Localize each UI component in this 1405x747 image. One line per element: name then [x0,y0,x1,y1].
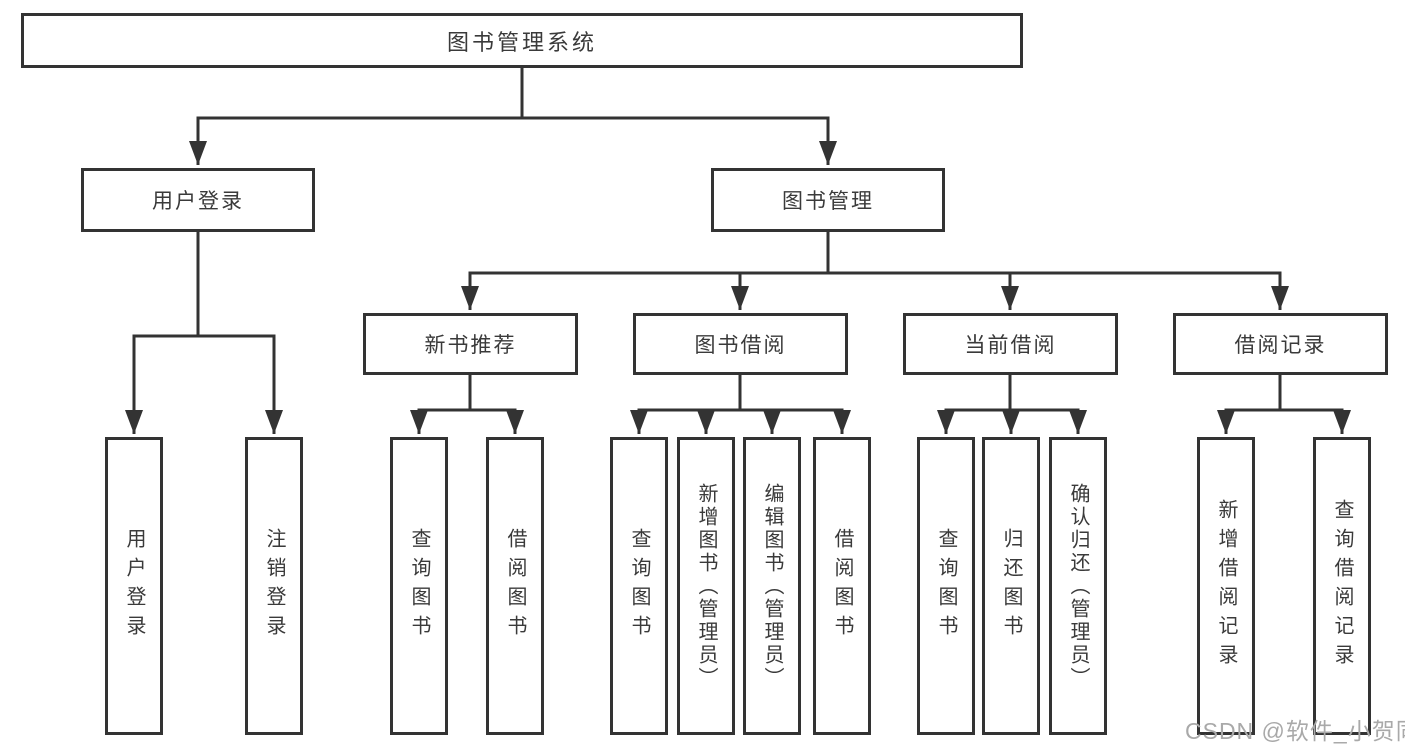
leaf-confirm-return-admin: 确认归还（管理员） [1049,437,1107,735]
connector-book-borrow-branch [637,375,844,412]
leaf-add-book-admin: 新增图书（管理员） [677,437,735,735]
node-book-borrow: 图书借阅 [633,313,848,375]
leaf-edit-book-admin-label: 编辑图书（管理员） [761,482,783,690]
connector-borrow-records-branch [1224,375,1344,412]
leaf-query-book-2-label: 查询图书 [628,528,650,644]
node-user-login: 用户登录 [81,168,315,232]
leaf-query-book-1: 查询图书 [390,437,448,735]
leaf-query-borrow-record: 查询借阅记录 [1313,437,1371,735]
connector-user-login-branch [132,232,276,338]
node-borrow-records-label: 借阅记录 [1234,334,1327,357]
node-user-login-label: 用户登录 [152,190,244,213]
node-root-label: 图书管理系统 [446,29,597,55]
watermark-text: CSDN @软件_小贺同学 [1185,718,1405,744]
node-root: 图书管理系统 [21,13,1023,68]
connector-root-branch [196,68,830,120]
leaf-borrow-book-1: 借阅图书 [486,437,544,735]
leaf-borrow-book-2-label: 借阅图书 [831,528,853,644]
connector-book-management-branch [468,232,1282,275]
node-current-borrow: 当前借阅 [903,313,1118,375]
node-current-borrow-label: 当前借阅 [964,334,1057,357]
leaf-confirm-return-admin-label: 确认归还（管理员） [1067,482,1089,690]
leaf-borrow-book-1-label: 借阅图书 [504,528,526,644]
node-book-borrow-label: 图书借阅 [694,334,787,357]
leaf-query-borrow-record-label: 查询借阅记录 [1331,499,1353,673]
node-book-management: 图书管理 [711,168,945,232]
leaf-add-borrow-record-label: 新增借阅记录 [1215,499,1237,673]
connector-current-borrow-branch [944,375,1080,412]
leaf-logout-label: 注销登录 [263,528,285,644]
node-book-management-label: 图书管理 [782,190,874,213]
leaf-return-book: 归还图书 [982,437,1040,735]
node-new-book-recommend-label: 新书推荐 [424,334,517,357]
leaf-edit-book-admin: 编辑图书（管理员） [743,437,801,735]
leaf-query-book-1-label: 查询图书 [408,528,430,644]
leaf-return-book-label: 归还图书 [1000,528,1022,644]
leaf-borrow-book-2: 借阅图书 [813,437,871,735]
leaf-logout: 注销登录 [245,437,303,735]
leaf-query-book-3-label: 查询图书 [935,528,957,644]
leaf-add-borrow-record: 新增借阅记录 [1197,437,1255,735]
leaf-query-book-2: 查询图书 [610,437,668,735]
leaf-add-book-admin-label: 新增图书（管理员） [695,482,717,690]
node-borrow-records: 借阅记录 [1173,313,1388,375]
leaf-query-book-3: 查询图书 [917,437,975,735]
leaf-user-login-label: 用户登录 [123,528,145,644]
leaf-user-login: 用户登录 [105,437,163,735]
node-new-book-recommend: 新书推荐 [363,313,578,375]
connector-new-book-recommend-branch [417,375,517,412]
